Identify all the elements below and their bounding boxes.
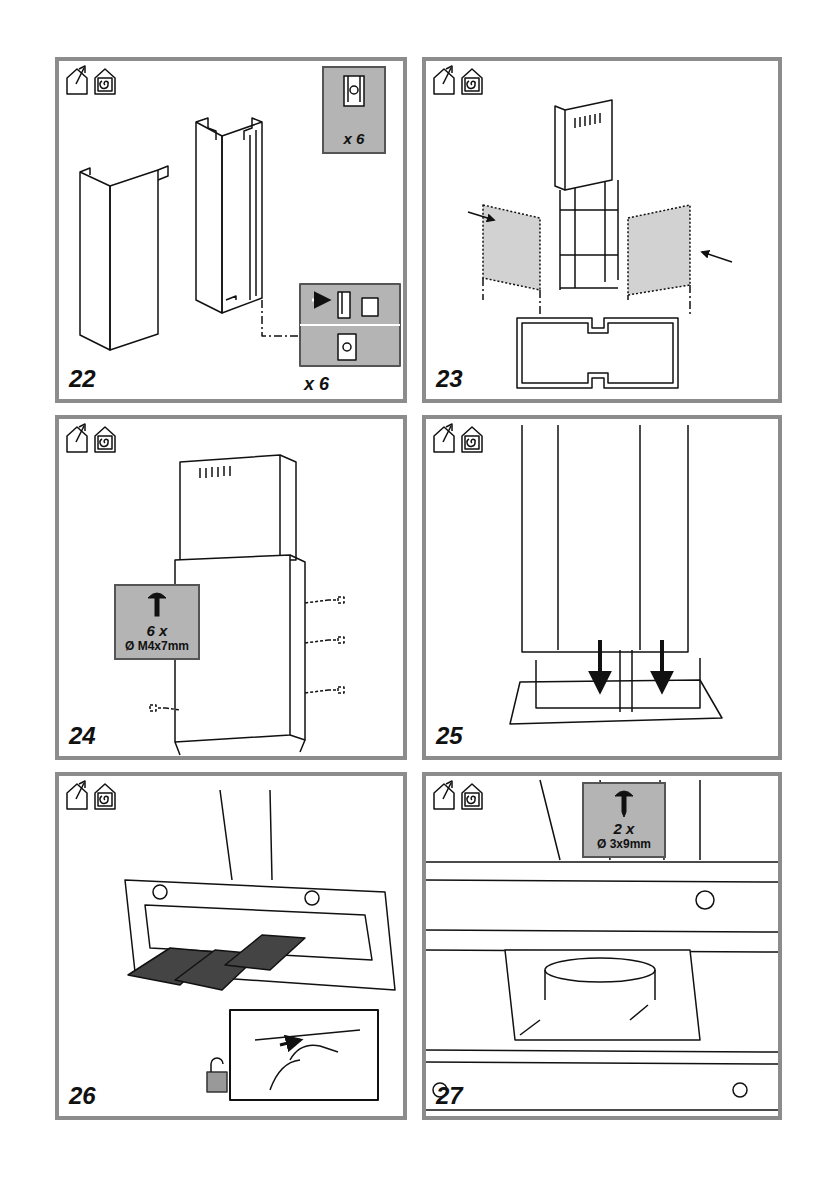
quantity-label: x 6 — [304, 374, 329, 395]
screw-icon — [146, 590, 168, 620]
inset-text: 2 xØ 3x9mm — [584, 821, 664, 851]
inset-text: x 6 — [324, 131, 384, 148]
inset-text: 6 xØ M4x7mm — [116, 623, 198, 653]
step-number: 23 — [436, 365, 463, 393]
step-number: 27 — [436, 1082, 463, 1110]
chimney-pieces — [80, 118, 300, 350]
screw-icon — [613, 788, 635, 818]
chimney-base — [510, 425, 722, 724]
step-panel: 23 — [422, 57, 782, 403]
part-size: Ø 3x9mm — [584, 838, 664, 851]
quantity: 6 x — [116, 623, 198, 640]
step-number: 26 — [69, 1082, 96, 1110]
parts-inset: x 6 — [322, 66, 386, 154]
step-panel: 27 2 xØ 3x9mm — [422, 772, 782, 1120]
parts-inset: 6 xØ M4x7mm — [114, 584, 200, 660]
step-panel: 26 — [55, 772, 407, 1120]
step-number: 24 — [69, 722, 96, 750]
step-number: 25 — [436, 722, 463, 750]
quantity: x 6 — [324, 131, 384, 148]
hood-filters — [125, 790, 395, 1100]
step-panel: 25 — [422, 415, 782, 760]
step-number: 22 — [69, 365, 96, 393]
step-panel: 24 6 xØ M4x7mm — [55, 415, 407, 760]
clip-detail — [300, 284, 400, 366]
step-panel: 22 x 6 — [55, 57, 407, 403]
parts-inset: 2 xØ 3x9mm — [582, 782, 666, 858]
chimney-frame — [468, 100, 732, 388]
house-icons — [67, 66, 482, 809]
part-size: Ø M4x7mm — [116, 640, 198, 653]
quantity: 2 x — [584, 821, 664, 838]
motor-screws — [425, 780, 780, 1110]
clip-icon — [339, 72, 369, 110]
